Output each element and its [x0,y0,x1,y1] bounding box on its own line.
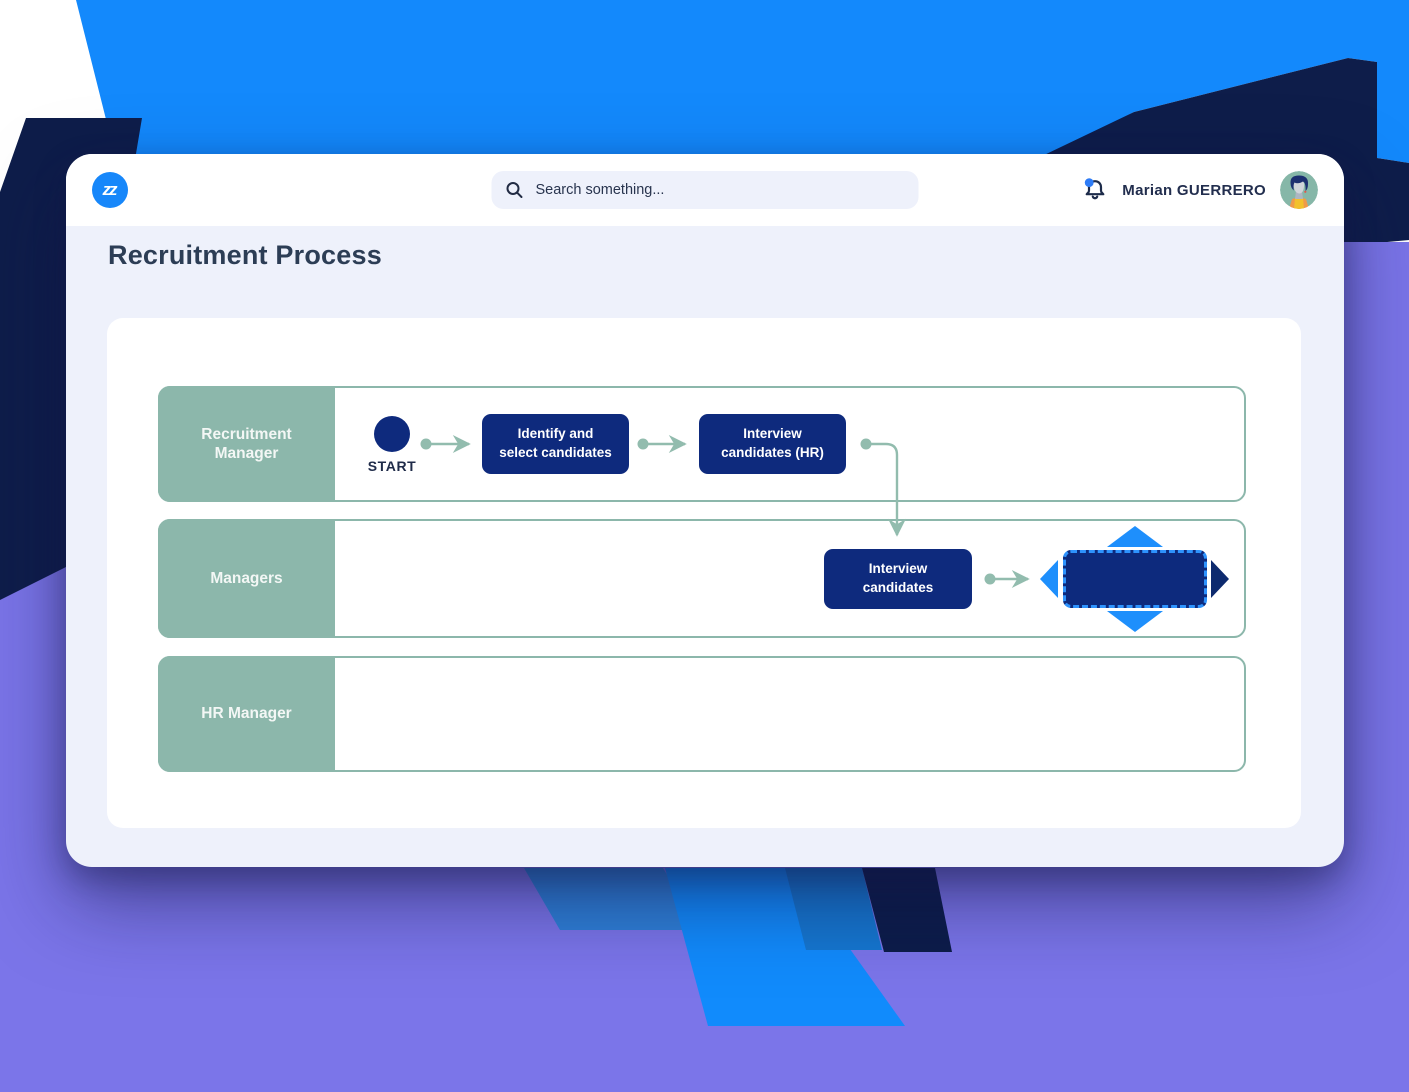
search-bar[interactable] [491,171,919,209]
user-name: Marian GUERRERO [1122,181,1266,199]
bell-icon [1085,178,1105,200]
search-input[interactable] [533,181,905,199]
swimlane-header-hr-manager: HR Manager [158,656,335,772]
top-bar: zz Marian GUERRERO [66,154,1344,226]
avatar-illustration [1280,171,1318,209]
app-logo-text: zz [102,180,118,199]
node-label-line: Interview [743,426,802,442]
start-node-label: START [367,458,417,474]
user-area: Marian GUERRERO [1082,171,1318,209]
app-logo[interactable]: zz [92,172,128,208]
node-interview-candidates[interactable]: Interview candidates [824,549,972,609]
connector-arrow-interview-hr-to-managers [866,442,906,537]
app-window: zz Marian GUERRERO [66,154,1344,867]
page-title: Recruitment Process [108,240,382,270]
notification-bell-button[interactable] [1082,177,1108,203]
diagram-panel: Recruitment Manager Managers HR Manager [107,318,1301,828]
selection-handle-right[interactable] [1211,560,1229,598]
start-node[interactable] [374,416,410,452]
node-identify-select-candidates[interactable]: Identify and select candidates [482,414,629,474]
swimlane-header-managers: Managers [158,519,335,638]
selection-handle-left[interactable] [1040,560,1058,598]
swimlane-hr-manager: HR Manager [158,656,1246,772]
node-label-line: Identify and [517,426,594,442]
selection-handle-down[interactable] [1107,611,1163,632]
node-interview-candidates-hr[interactable]: Interview candidates (HR) [699,414,846,474]
node-label-line: candidates [862,580,934,595]
node-label-line: candidates (HR) [721,445,824,460]
node-selected-empty[interactable] [1063,550,1207,608]
swimlane-header-recruitment-manager: Recruitment Manager [158,386,335,502]
node-label-line: select candidates [499,445,612,460]
node-label-line: Interview [868,561,928,577]
search-icon [506,182,523,198]
selection-handle-up[interactable] [1107,526,1163,547]
notification-dot [1085,178,1094,187]
avatar[interactable] [1280,171,1318,209]
